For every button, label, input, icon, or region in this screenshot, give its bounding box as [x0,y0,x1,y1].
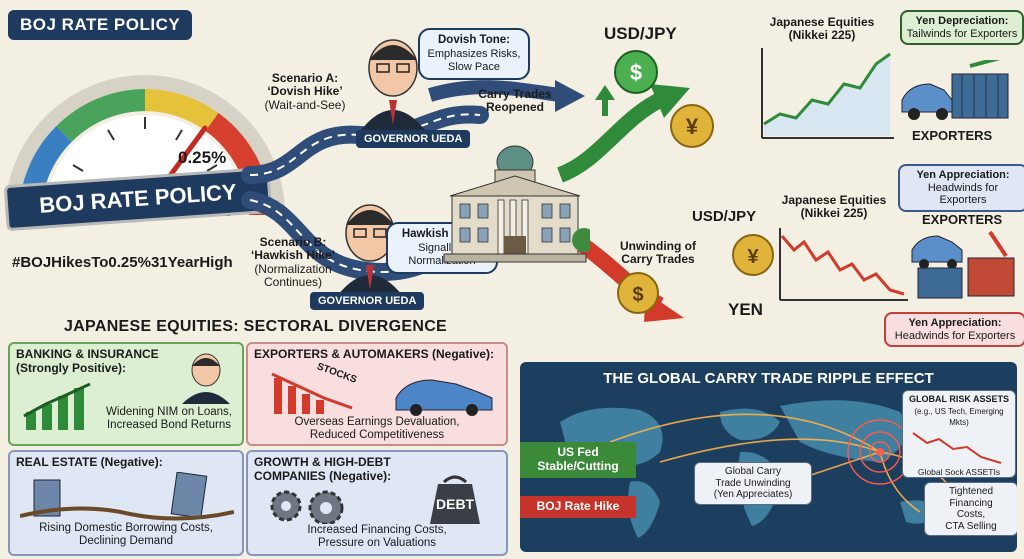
gauge-band-yellow [144,89,219,132]
yen-coin-icon: ¥ [670,104,714,148]
automaker-car-icon [395,379,493,416]
usd-jpy-up-title: USD/JPY [604,24,677,43]
gears-icon [270,490,344,524]
exporters-up-label: EXPORTERS [912,128,993,143]
gauge-value: 0.25% [178,148,227,167]
boj-hike-arrow: BOJ Rate Hike [520,496,636,518]
dollar-coin-down-icon: $ [617,272,659,314]
green-up-arrowhead [650,84,690,118]
us-fed-arrow: US Fed Stable/Cutting [520,442,636,478]
svg-text:$: $ [630,60,642,85]
svg-text:¥: ¥ [686,114,699,139]
real-estate-icon [20,472,234,521]
governor-b-badge: GOVERNOR UEDA [310,292,425,310]
dollar-coin-icon: $ [614,50,658,94]
equities-down-title: Japanese Equities (Nikkei 225) [781,193,887,221]
nikkei-up-chart [761,48,894,139]
yen-coin-down-icon: ¥ [732,234,774,276]
carry-unwinding-label: Unwinding of Carry Trades [620,239,696,267]
exporters-up-illustration [901,60,1009,120]
svg-text:$: $ [632,284,643,306]
governor-a-badge: GOVERNOR UEDA [356,130,471,148]
banking-growth-icon [23,382,91,430]
yen-appreciation-mid-box: Yen Appreciation: Headwinds for Exporter… [898,164,1024,212]
exporters-down-illustration [911,230,1015,299]
carry-reopened-label: Carry Trades Reopened [478,87,552,115]
svg-text:¥: ¥ [747,246,759,268]
page-title-badge: BOJ RATE POLICY [8,10,193,40]
risk-assets-box: GLOBAL RISK ASSETS (e.g., US Tech, Emerg… [902,390,1016,478]
governor-b-portrait [338,204,402,295]
debt-label: DEBT [436,496,475,512]
stocks-down-icon [271,372,353,414]
yen-depreciation-box: Yen Depreciation: Tailwinds for Exporter… [900,10,1024,46]
gauge-band-green [56,89,146,142]
debt-weight-icon [430,475,480,524]
nikkei-down-chart [779,228,908,301]
carry-reopened-arrowhead [555,80,585,112]
ripple-title: THE GLOBAL CARRY TRADE RIPPLE EFFECT [603,370,934,387]
exporters-desc: Overseas Earnings Devaluation,Reduced Co… [294,416,460,442]
scenario-b-label: Scenario B: ‘Hawkish Hike’ (Normalizatio… [250,235,336,290]
yen-label: YEN [728,300,763,319]
dovish-tone-bubble: Dovish Tone: Emphasizes Risks, Slow Pace [418,28,530,81]
equities-up-title: Japanese Equities (Nikkei 225) [769,15,875,43]
up-arrows-icon [595,85,615,116]
scenario-a-label: Scenario A: ‘Dovish Hike’ (Wait-and-See) [264,71,346,112]
panel-real-estate: REAL ESTATE (Negative): Rising Domestic … [8,450,244,556]
banking-desc: Widening NIM on Loans,Increased Bond Ret… [106,406,232,432]
yen-appreciation-low-box: Yen Appreciation: Headwinds for Exporter… [884,312,1024,348]
risk-assets-chart [912,431,1002,464]
usd-jpy-down-title: USD/JPY [692,208,757,225]
boj-building [443,145,590,263]
exporters-down-label: EXPORTERS [922,212,1003,227]
panel-exporters: EXPORTERS & AUTOMAKERS (Negative): STOCK… [246,342,508,446]
governor-a-portrait [361,39,425,130]
panel-banking: BANKING & INSURANCE(Strongly Positive): … [8,342,244,446]
banker-portrait [182,353,230,404]
sectors-title: JAPANESE EQUITIES: SECTORAL DIVERGENCE [64,318,448,335]
hashtag: #BOJHikesTo0.25%31YearHigh [12,254,233,271]
real-estate-desc: Rising Domestic Borrowing Costs,Declinin… [39,522,213,548]
ripple-panel: THE GLOBAL CARRY TRADE RIPPLE EFFECT US … [520,362,1017,552]
growth-desc: Increased Financing Costs,Pressure on Va… [307,524,447,550]
